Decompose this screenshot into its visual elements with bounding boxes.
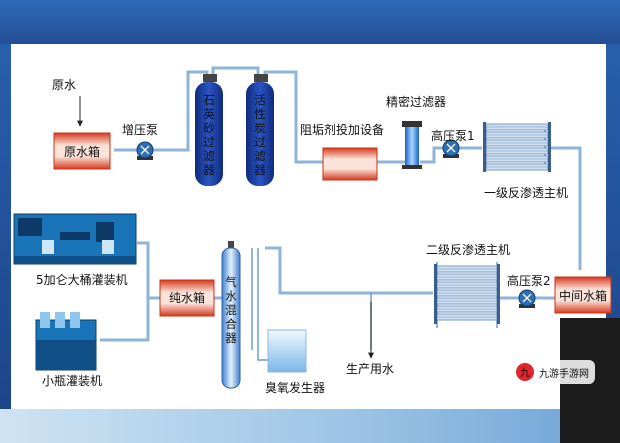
gwm-char: 水 xyxy=(225,289,237,303)
acf-char: 炭 xyxy=(254,121,266,135)
antiscalant-device-label: 阻垢剂投加设备 xyxy=(300,122,384,137)
qsf-char: 石 xyxy=(203,93,215,107)
primary-ro-label: 一级反渗透主机 xyxy=(484,185,568,200)
high-pressure-pump-2-icon xyxy=(518,289,536,308)
pure-water-tank xyxy=(159,279,215,317)
raw-water-label: 原水 xyxy=(52,78,76,92)
qsf-char: 英 xyxy=(203,107,215,121)
primary-ro-unit xyxy=(483,122,551,172)
precision-filter xyxy=(402,121,422,169)
high-pressure-pump-1-icon xyxy=(442,139,460,158)
acf-char: 性 xyxy=(254,107,266,121)
bottle-filler-label: 小瓶灌装机 xyxy=(42,374,102,388)
production-water-label: 生产用水 xyxy=(346,362,394,376)
qsf-char: 砂 xyxy=(203,121,215,135)
acf-char: 滤 xyxy=(254,149,266,163)
quartz-sand-filter-label: 石英砂过滤器 xyxy=(203,93,215,177)
raw-water-tank-label: 原水箱 xyxy=(64,144,100,159)
acf-char: 过 xyxy=(254,135,266,149)
watermark-text: 九游手游网 xyxy=(539,367,589,380)
gwm-char: 混 xyxy=(225,303,237,317)
acf-char: 器 xyxy=(254,163,266,177)
gwm-char: 气 xyxy=(225,275,237,289)
pure-water-tank-label: 纯水箱 xyxy=(169,290,205,305)
barrel-filler-machine xyxy=(13,213,137,265)
barrel-filler-label: 5加仑大桶灌装机 xyxy=(36,272,128,287)
raw-water-tank xyxy=(53,132,111,170)
bottle-filler-machine xyxy=(35,312,97,371)
booster-pump-label: 增压泵 xyxy=(122,123,158,137)
qsf-char: 过 xyxy=(203,135,215,149)
intermediate-tank-label: 中间水箱 xyxy=(559,288,607,303)
precision-filter-label: 精密过滤器 xyxy=(386,94,446,109)
high-pressure-pump-2-label: 高压泵2 xyxy=(507,273,551,288)
ozone-generator-label: 臭氧发生器 xyxy=(265,380,325,395)
qsf-char: 器 xyxy=(203,163,215,177)
top-band xyxy=(0,0,620,44)
booster-pump-icon xyxy=(136,141,154,160)
gwm-char: 器 xyxy=(225,331,237,345)
secondary-ro-unit xyxy=(434,264,500,324)
intermediate-tank xyxy=(554,276,612,314)
acf-char: 活 xyxy=(254,93,266,107)
gas-water-mixer xyxy=(221,241,241,389)
svg-text:九: 九 xyxy=(520,367,530,379)
gas-water-mixer-label: 气水混合器 xyxy=(225,275,237,345)
carbon-filter xyxy=(246,74,274,186)
qsf-char: 滤 xyxy=(203,149,215,163)
bottom-band xyxy=(0,409,620,443)
high-pressure-pump-1-label: 高压泵1 xyxy=(431,128,475,143)
quartz-sand-filter xyxy=(195,74,223,186)
carbon-filter-label: 活性炭过滤器 xyxy=(254,93,266,177)
ozone-generator xyxy=(267,329,307,373)
antiscalant-device xyxy=(322,147,378,181)
secondary-ro-label: 二级反渗透主机 xyxy=(426,242,510,257)
gwm-char: 合 xyxy=(225,317,237,331)
watermark-logo: 九 九游手游网 xyxy=(515,360,595,384)
